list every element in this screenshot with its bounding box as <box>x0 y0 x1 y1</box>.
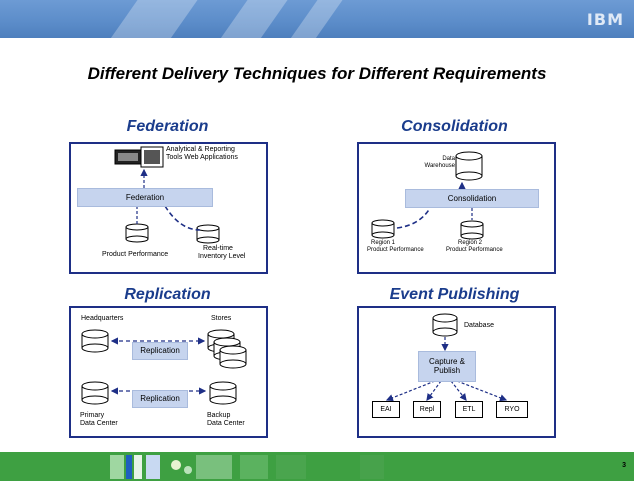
tools-icon <box>114 146 164 168</box>
inventory-level-label: Inventory Level <box>198 253 246 260</box>
database-label: Database <box>464 322 494 329</box>
backup-db-icon <box>209 381 237 405</box>
warehouse-label-2: Warehouse <box>424 163 455 169</box>
target-ryo: RYO <box>496 401 528 418</box>
primary-db-icon <box>81 381 109 405</box>
stores-db-icon <box>207 329 247 369</box>
region1-label: Region 1 <box>371 240 396 246</box>
target-eai: EAI <box>372 401 400 418</box>
backup-label: Backup <box>207 412 231 419</box>
primary-label: Primary <box>80 412 105 419</box>
bottom-band-decoration <box>110 455 384 479</box>
region2-perf-label: Product Performance <box>446 247 503 253</box>
realtime-inventory-db-icon <box>196 224 220 244</box>
headquarters-db-icon <box>81 329 109 353</box>
headquarters-label: Headquarters <box>81 315 124 322</box>
tools-label: Analytical & Reporting Tools Web Applica… <box>166 146 238 161</box>
realtime-label: Real-time <box>203 245 233 252</box>
product-performance-db-icon <box>125 223 149 243</box>
warehouse-label-1: Data <box>442 156 455 162</box>
stores-label: Stores <box>211 315 232 322</box>
replication-panel <box>69 306 268 438</box>
data-warehouse-db-icon <box>455 151 483 181</box>
event-database-icon <box>432 313 458 337</box>
primary-dc-label: Data Center <box>80 420 118 427</box>
federation-title: Federation <box>126 118 209 135</box>
region1-db-icon <box>371 219 395 239</box>
top-banner: IBM <box>0 0 634 38</box>
region2-db-icon <box>460 220 484 240</box>
capture-label: Capture & <box>428 357 466 366</box>
product-performance-label: Product Performance <box>102 251 169 258</box>
replication-title: Replication <box>124 286 211 303</box>
publish-label: Publish <box>433 366 461 375</box>
ibm-logo: IBM <box>586 10 624 29</box>
slide-title: Different Delivery Techniques for Differ… <box>87 64 547 83</box>
replication-bar-2: Replication <box>132 390 188 408</box>
consolidation-bar: Consolidation <box>405 189 539 208</box>
capture-publish-box: Capture & Publish <box>418 351 476 382</box>
federation-bar: Federation <box>77 188 213 207</box>
event-publishing-title: Event Publishing <box>389 286 520 303</box>
region1-perf-label: Product Performance <box>367 247 424 253</box>
federation-panel <box>69 142 268 274</box>
page-number: 3 <box>622 462 626 469</box>
replication-bar-1: Replication <box>132 342 188 360</box>
target-repl: Repl <box>413 401 441 418</box>
backup-dc-label: Data Center <box>207 420 245 427</box>
target-etl: ETL <box>455 401 483 418</box>
consolidation-title: Consolidation <box>401 118 508 135</box>
region2-label: Region 2 <box>458 240 483 246</box>
